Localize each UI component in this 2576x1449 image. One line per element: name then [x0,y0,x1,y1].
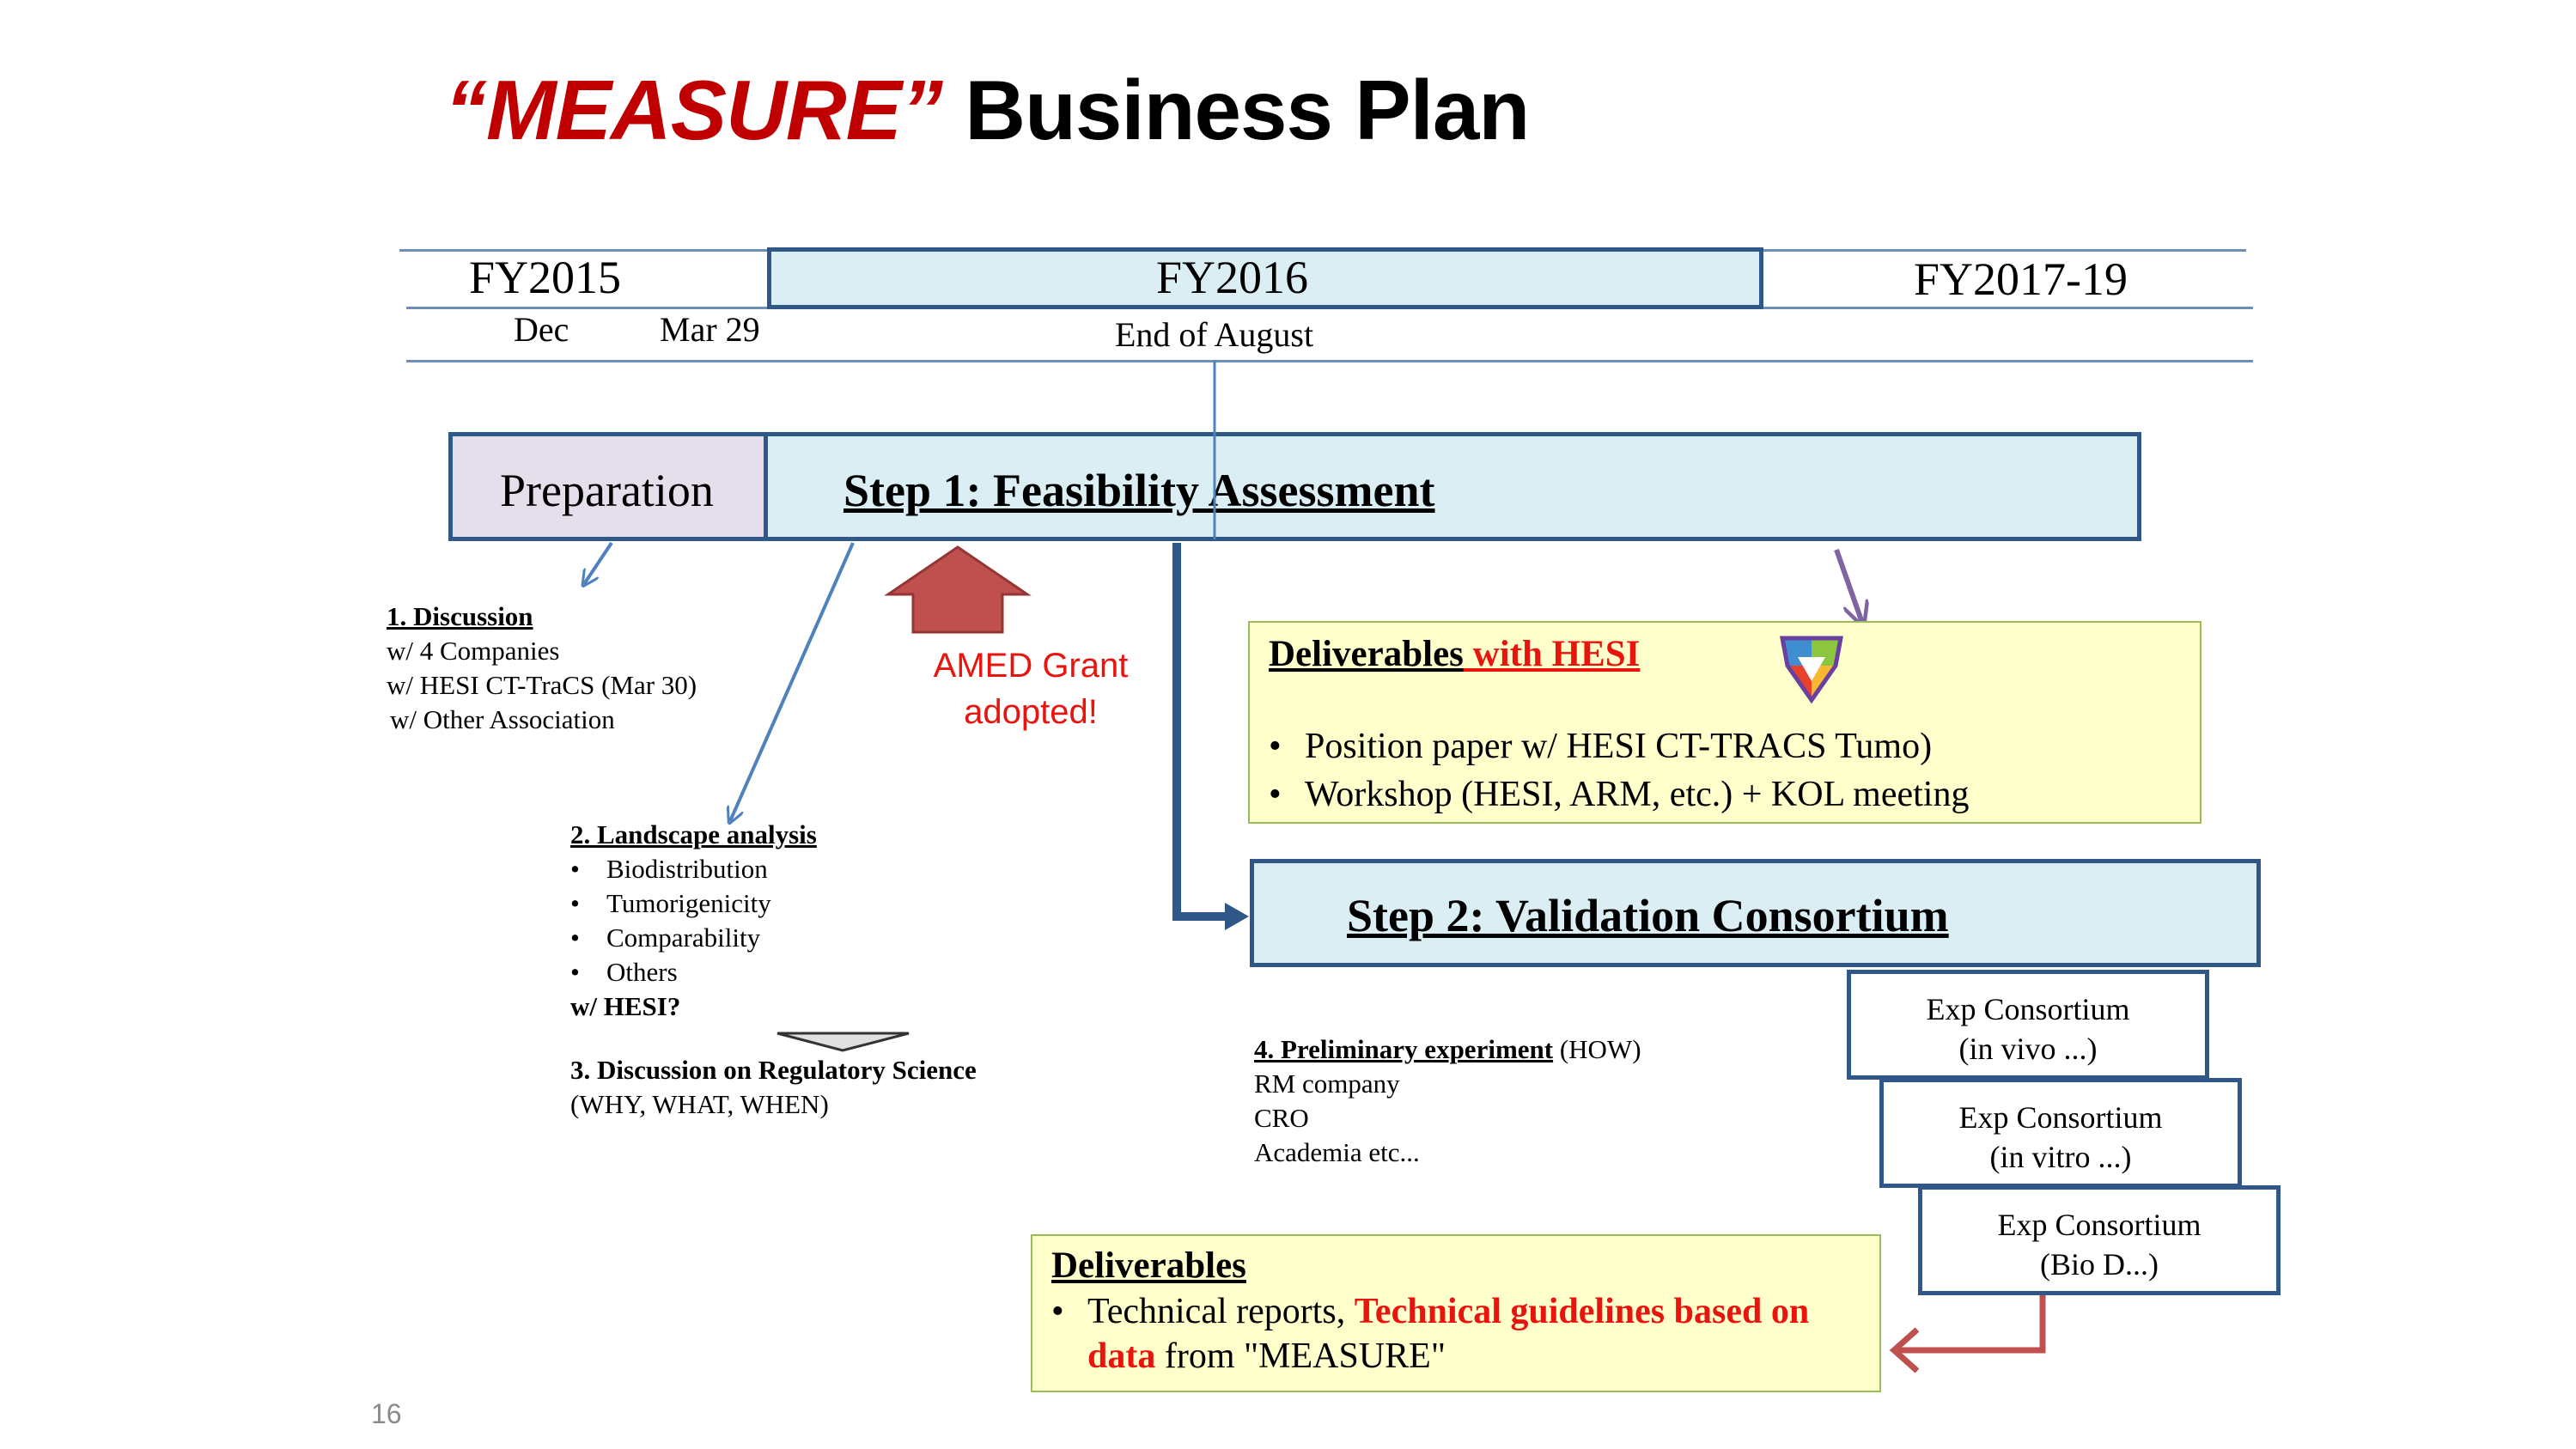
final-deliverables-heading: Deliverables [1051,1245,1246,1286]
step1-to-step2-connector [1172,543,1230,921]
deliverables-arrow-head [1889,1327,1920,1373]
final-deliverables-text: •Technical reports, Technical guidelines… [1051,1292,1810,1376]
fy2015-label: FY2015 [469,252,622,303]
hesi-heading-red: with HESI [1463,634,1641,674]
preliminary-note: 4. Preliminary experiment (HOW) RM compa… [1254,1032,1641,1170]
preliminary-line: CRO [1254,1103,1309,1133]
dec-label: Dec [514,310,569,349]
exp-consortium-sub: (in vitro ...) [1989,1140,2132,1174]
fy2017-label: FY2017-19 [1914,253,2128,305]
deliverables-return-arrow [1897,1293,2046,1354]
hesi-deliverables-list: Position paper w/ HESI CT-TRACS Tumo) Wo… [1269,722,1969,819]
exp-consortium-box: Exp Consortium (in vivo ...) [1847,970,2209,1080]
landscape-arrow [730,542,855,821]
exp-consortium-box: Exp Consortium (Bio D...) [1918,1185,2281,1295]
discussion-heading: 1. Discussion [387,601,533,631]
landscape-item: Comparability [570,921,817,955]
discussion-line: w/ Other Association [390,704,615,734]
hesi-logo-icon [1779,636,1844,704]
step2-label: Step 2: Validation Consortium [1347,890,1949,941]
step1-label: Step 1: Feasibility Assessment [843,465,1435,516]
hesi-deliverables-heading: Deliverables with HESI [1269,633,1640,675]
hesi-deliverables-box: Deliverables with HESI Position paper w/… [1248,621,2201,824]
exp-consortium-sub: (in vivo ...) [1958,1032,2098,1066]
discussion-line: w/ 4 Companies [387,636,560,666]
preliminary-line: RM company [1254,1068,1400,1099]
title-rest: Business Plan [942,63,1530,157]
end-of-august-label: End of August [1115,315,1314,354]
fy2016-box [767,247,1763,309]
final-prefix: Technical reports, [1087,1292,1355,1331]
final-red2: data [1087,1336,1156,1376]
exp-consortium-title: Exp Consortium [1958,1100,2163,1135]
amed-text: AMED Grant adopted! [893,642,1168,735]
hesi-deliverable-item: Position paper w/ HESI CT-TRACS Tumo) [1269,722,1969,770]
regulatory-note: 3. Discussion on Regulatory Science (WHY… [570,1053,977,1122]
preliminary-heading: 4. Preliminary experiment [1254,1034,1554,1064]
final-red: Technical guidelines based on [1354,1292,1810,1331]
landscape-footer: w/ HESI? [570,991,681,1021]
fy2016-label: FY2016 [1156,252,1309,303]
title-accent: “MEASURE” [445,63,943,157]
regulatory-triangle [776,1032,910,1052]
amed-line1: AMED Grant [933,647,1129,685]
landscape-item: Biodistribution [570,852,817,886]
timeline-bottom-line [406,360,2253,362]
step1-box: Step 1: Feasibility Assessment [764,432,2141,541]
step2-arrow-head [1225,903,1249,930]
preliminary-heading-suffix: (HOW) [1553,1034,1641,1064]
amed-line2: adopted! [964,693,1098,731]
step2-box: Step 2: Validation Consortium [1250,859,2261,967]
final-suffix: from "MEASURE" [1155,1336,1446,1376]
final-deliverables-box: Deliverables •Technical reports, Technic… [1031,1234,1881,1392]
exp-consortium-sub: (Bio D...) [2040,1247,2159,1282]
landscape-item: Tumorigenicity [570,886,817,921]
hesi-deliverable-item: Workshop (HESI, ARM, etc.) + KOL meeting [1269,770,1969,819]
page-number: 16 [371,1398,402,1429]
preparation-label: Preparation [500,465,714,516]
landscape-heading: 2. Landscape analysis [570,819,817,849]
preparation-arrow [584,541,613,584]
preliminary-line: Academia etc... [1254,1137,1420,1167]
mar29-label: Mar 29 [660,310,760,349]
hesi-heading-text: Deliverables [1269,634,1464,674]
landscape-note: 2. Landscape analysis Biodistribution Tu… [570,818,817,1024]
regulatory-sub: (WHY, WHAT, WHEN) [570,1089,829,1119]
preparation-box: Preparation [448,432,768,541]
exp-consortium-title: Exp Consortium [1926,992,2130,1026]
hesi-arrow [1834,549,1862,623]
exp-consortium-title: Exp Consortium [1997,1208,2201,1242]
discussion-line: w/ HESI CT-TraCS (Mar 30) [387,670,697,700]
regulatory-heading: 3. Discussion on Regulatory Science [570,1055,977,1085]
discussion-note: 1. Discussion w/ 4 Companies w/ HESI CT-… [387,600,697,737]
page-title: “MEASURE” Business Plan [445,62,1530,159]
landscape-item: Others [570,955,817,989]
amed-up-arrow [884,545,1032,634]
exp-consortium-box: Exp Consortium (in vitro ...) [1879,1078,2242,1188]
